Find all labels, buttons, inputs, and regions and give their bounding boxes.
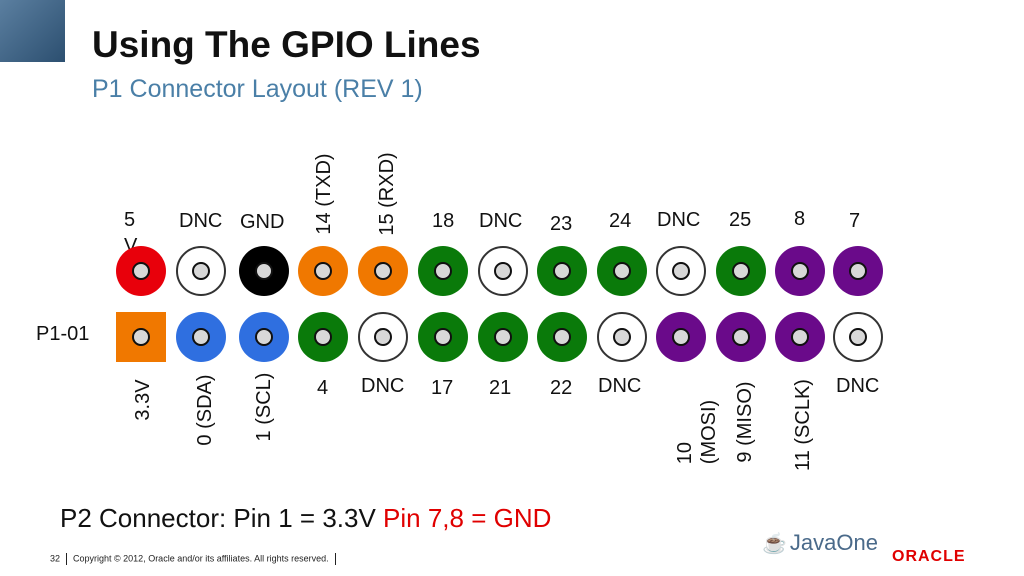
bottom-label-5: DNC [361, 375, 405, 397]
bottom-label-8: 22 [550, 377, 573, 399]
pin-hole [732, 262, 750, 280]
oracle-logo: ORACLE [892, 548, 966, 565]
top-label-12: 8 [794, 208, 806, 230]
pin-hole [613, 328, 631, 346]
pin-hole [132, 328, 150, 346]
pin-hole [314, 262, 332, 280]
copyright-text: Copyright © 2012, Oracle and/or its affi… [73, 553, 329, 564]
pin-top-11 [716, 246, 766, 296]
p2-connector-note: P2 Connector: Pin 1 = 3.3V Pin 7,8 = GND [60, 505, 551, 531]
p2-note-text: P2 Connector: Pin 1 = 3.3V [60, 503, 384, 533]
bottom-label-6: 17 [431, 377, 454, 399]
bottom-label-7: 21 [489, 377, 512, 399]
footer-divider-2 [334, 553, 336, 565]
pin-top-8 [537, 246, 587, 296]
top-label-2: DNC [179, 210, 223, 232]
pin-bottom-7 [478, 312, 528, 362]
top-label-5: 15 (RXD) [376, 152, 398, 236]
pin-top-2 [176, 246, 226, 296]
pin-hole [553, 328, 571, 346]
pin-hole [553, 262, 571, 280]
bottom-label-13: DNC [836, 375, 880, 397]
pin-hole [849, 328, 867, 346]
bottom-label-1: 3.3V [132, 379, 154, 421]
pin-hole [434, 328, 452, 346]
pin-top-1 [116, 246, 166, 296]
pin-hole [374, 262, 392, 280]
top-label-4: 14 (TXD) [313, 153, 335, 235]
pin-bottom-10 [656, 312, 706, 362]
top-label-9: 24 [609, 210, 632, 232]
pin-top-9 [597, 246, 647, 296]
pin-hole [732, 328, 750, 346]
pin-hole [192, 262, 210, 280]
java-cup-icon: ☕ [762, 533, 787, 555]
top-label-3: GND [240, 211, 285, 233]
pin-hole [314, 328, 332, 346]
javaone-text: JavaOne [789, 530, 878, 555]
pin-top-10 [656, 246, 706, 296]
top-label-13: 7 [849, 210, 861, 232]
pin-hole [192, 328, 210, 346]
pin-hole [374, 328, 392, 346]
pin-top-13 [833, 246, 883, 296]
bottom-label-2: 0 (SDA) [194, 374, 216, 446]
top-label-10: DNC [657, 209, 701, 231]
p1-01-label: P1-01 [36, 323, 90, 345]
top-label-1-a: 5 [124, 209, 136, 231]
pin-hole [791, 262, 809, 280]
pin-bottom-11 [716, 312, 766, 362]
pin-hole [494, 328, 512, 346]
javaone-logo: ☕JavaOne [762, 530, 878, 556]
pin-hole [791, 328, 809, 346]
bottom-label-4: 4 [317, 377, 329, 399]
pin-bottom-3 [239, 312, 289, 362]
pin-bottom-5 [358, 312, 408, 362]
pin-bottom-1 [116, 312, 166, 362]
corner-decoration [0, 0, 65, 62]
pin-hole [434, 262, 452, 280]
top-label-6: 18 [432, 210, 455, 232]
bottom-label-11: 9 (MISO) [734, 381, 756, 463]
pin-hole [672, 328, 690, 346]
bottom-label-9: DNC [598, 375, 642, 397]
pin-bottom-6 [418, 312, 468, 362]
footer-divider [66, 553, 68, 565]
pin-bottom-8 [537, 312, 587, 362]
pin-hole [849, 262, 867, 280]
pin-top-4 [298, 246, 348, 296]
pin-bottom-9 [597, 312, 647, 362]
pin-hole [672, 262, 690, 280]
slide-subtitle: P1 Connector Layout (REV 1) [92, 75, 423, 103]
pin-top-12 [775, 246, 825, 296]
top-label-11: 25 [729, 209, 752, 231]
pin-hole [132, 262, 150, 280]
pin-hole [255, 262, 273, 280]
pin-bottom-12 [775, 312, 825, 362]
pin-top-5 [358, 246, 408, 296]
pin-hole [613, 262, 631, 280]
pin-bottom-2 [176, 312, 226, 362]
top-label-7: DNC [479, 210, 523, 232]
pin-top-6 [418, 246, 468, 296]
slide-title: Using The GPIO Lines [92, 24, 481, 65]
bottom-label-10: 10 (MOSI) [674, 399, 720, 465]
pin-bottom-13 [833, 312, 883, 362]
pin-bottom-4 [298, 312, 348, 362]
top-label-8: 23 [550, 213, 573, 235]
footer: 32 Copyright © 2012, Oracle and/or its af… [50, 553, 342, 565]
p2-note-gnd: Pin 7,8 = GND [383, 503, 552, 533]
pin-top-3 [239, 246, 289, 296]
pin-hole [255, 328, 273, 346]
page-number: 32 [50, 553, 61, 564]
pin-hole [494, 262, 512, 280]
bottom-label-12: 11 (SCLK) [792, 379, 814, 471]
pin-top-7 [478, 246, 528, 296]
bottom-label-3: 1 (SCL) [253, 372, 275, 442]
